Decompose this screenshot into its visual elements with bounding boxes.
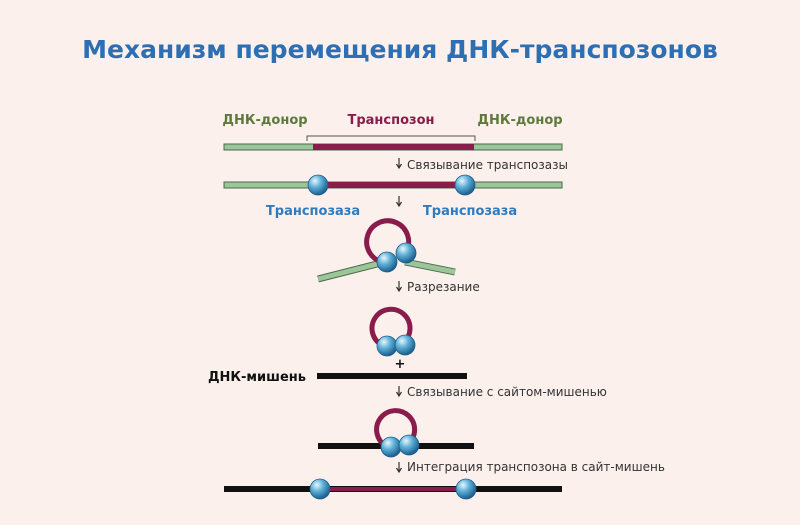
- transposase-sphere: [395, 242, 417, 264]
- excised-transposon: [369, 306, 416, 357]
- arrow-down-icon: [395, 385, 403, 397]
- transposase-sphere: [380, 436, 402, 458]
- synaptic-complex: [317, 218, 456, 283]
- transposase-left-label: Транспозаза: [266, 204, 360, 219]
- target-dna-label: ДНК-мишень: [208, 370, 306, 385]
- donor-dna-strand: [223, 143, 563, 151]
- plus-sign: +: [395, 357, 406, 372]
- arrow-down-icon: [395, 461, 403, 473]
- step-label: Разрезание: [407, 280, 480, 294]
- donor-dna-with-transposase: [223, 174, 563, 196]
- transposon-bracket: [306, 135, 476, 141]
- arrow-down-icon: [395, 157, 403, 169]
- step-label: Связывание с сайтом-мишенью: [407, 385, 607, 399]
- transposase-sphere: [454, 174, 476, 196]
- transposon-label: Транспозон: [347, 113, 434, 128]
- transposase-sphere: [376, 335, 398, 357]
- step-label: Связывание транспозазы: [407, 158, 568, 172]
- integrated-transposon: [224, 478, 562, 500]
- donor-dna-left-label: ДНК-донор: [222, 113, 307, 128]
- donor-dna-right-label: ДНК-донор: [477, 113, 562, 128]
- target-capture-complex: [318, 408, 474, 458]
- page-title: Механизм перемещения ДНК-транспозонов: [82, 35, 718, 64]
- arrow-down-icon: [395, 195, 403, 207]
- transposase-sphere: [394, 334, 416, 356]
- transposase-sphere: [455, 478, 477, 500]
- transposase-sphere: [398, 434, 420, 456]
- transposase-sphere: [309, 478, 331, 500]
- arrow-down-icon: [395, 280, 403, 292]
- transposase-sphere: [376, 251, 398, 273]
- transposase-right-label: Транспозаза: [423, 204, 517, 219]
- step-label: Интеграция транспозона в сайт-мишень: [407, 460, 665, 474]
- target-dna-strand: [317, 373, 467, 379]
- transposase-sphere: [307, 174, 329, 196]
